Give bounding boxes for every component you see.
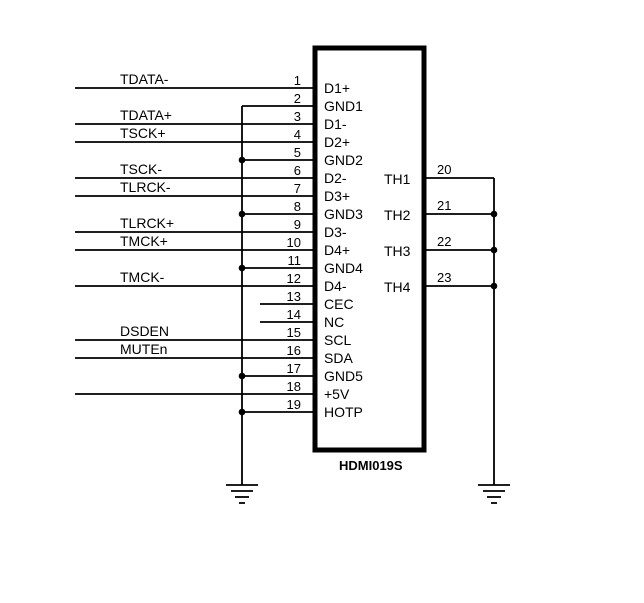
pin-5-number: 5 <box>294 145 301 160</box>
pin-17-junction <box>238 372 246 380</box>
pin-2-number: 2 <box>294 91 301 106</box>
component-name: HDMI019S <box>339 458 403 473</box>
pin-23-junction <box>490 282 498 290</box>
pin-1: 1 D1+ TDATA- <box>75 71 350 96</box>
pin-8-name: GND3 <box>324 206 363 222</box>
right-ground-bus <box>478 178 510 504</box>
net-label-tlrck-: TLRCK- <box>120 179 171 195</box>
pin-16: 16 SDA MUTEn <box>75 341 353 366</box>
pin-7-name: D3+ <box>324 188 350 204</box>
net-label-tsck-: TSCK+ <box>120 125 166 141</box>
pin-15: 15 SCL DSDEN <box>75 323 351 348</box>
pin-18-name: +5V <box>324 386 350 402</box>
net-label-tdata-: TDATA- <box>120 71 169 87</box>
pin-1-name: D1+ <box>324 80 350 96</box>
pin-23-number: 23 <box>437 270 451 285</box>
pin-3-number: 3 <box>294 109 301 124</box>
pin-14: 14 NC <box>260 307 344 330</box>
pin-19-junction <box>238 408 246 416</box>
pin-16-name: SDA <box>324 350 353 366</box>
pin-9: 9 D3- TLRCK+ <box>75 215 347 240</box>
net-label-dsden: DSDEN <box>120 323 169 339</box>
pin-22-name: TH3 <box>384 243 411 259</box>
pin-7-number: 7 <box>294 181 301 196</box>
net-label-tmck-: TMCK- <box>120 269 165 285</box>
pin-6: 6 D2- TSCK- <box>75 161 347 186</box>
pin-2: 2 GND1 <box>242 91 363 114</box>
pin-6-name: D2- <box>324 170 347 186</box>
pin-8-number: 8 <box>294 199 301 214</box>
pin-4-number: 4 <box>294 127 301 142</box>
pin-16-number: 16 <box>287 343 301 358</box>
pin-22-number: 22 <box>437 234 451 249</box>
net-label-tsck-: TSCK- <box>120 161 162 177</box>
net-label-tlrck-: TLRCK+ <box>120 215 174 231</box>
pin-4-name: D2+ <box>324 134 350 150</box>
pin-10: 10 D4+ TMCK+ <box>75 233 350 258</box>
pin-21-junction <box>490 210 498 218</box>
pin-19-number: 19 <box>287 397 301 412</box>
left-ground-bus <box>226 106 258 504</box>
pin-7: 7 D3+ TLRCK- <box>75 179 350 204</box>
pin-14-name: NC <box>324 314 344 330</box>
pin-14-number: 14 <box>287 307 301 322</box>
pin-13-number: 13 <box>287 289 301 304</box>
right-ground-symbol <box>478 484 510 504</box>
pin-10-name: D4+ <box>324 242 350 258</box>
pin-23-name: TH4 <box>384 279 411 295</box>
pin-1-number: 1 <box>294 73 301 88</box>
pin-19-name: HOTP <box>324 404 363 420</box>
net-label-tmck-: TMCK+ <box>120 233 168 249</box>
pin-12: 12 D4- TMCK- <box>75 269 347 294</box>
pin-3: 3 D1- TDATA+ <box>75 107 347 132</box>
pin-21-number: 21 <box>437 198 451 213</box>
pin-12-number: 12 <box>287 271 301 286</box>
pin-8-junction <box>238 210 246 218</box>
pin-18: 18 +5V <box>75 379 350 402</box>
pin-15-name: SCL <box>324 332 351 348</box>
pin-3-name: D1- <box>324 116 347 132</box>
pin-13-name: CEC <box>324 296 354 312</box>
pin-2-name: GND1 <box>324 98 363 114</box>
component-body <box>312 45 427 453</box>
pin-17-name: GND5 <box>324 368 363 384</box>
pin-22-junction <box>490 246 498 254</box>
pin-11-junction <box>238 264 246 272</box>
net-label-tdata-: TDATA+ <box>120 107 172 123</box>
pin-17: 17 GND5 <box>238 361 363 384</box>
left-ground-symbol <box>226 484 258 504</box>
pin-15-number: 15 <box>287 325 301 340</box>
pin-13: 13 CEC <box>260 289 354 312</box>
pin-9-number: 9 <box>294 217 301 232</box>
pin-6-number: 6 <box>294 163 301 178</box>
pin-19: 19 HOTP <box>238 397 363 420</box>
pin-20-number: 20 <box>437 162 451 177</box>
pin-8: 8 GND3 <box>238 199 363 222</box>
pin-5-junction <box>238 156 246 164</box>
pin-12-name: D4- <box>324 278 347 294</box>
pin-21-name: TH2 <box>384 207 411 223</box>
pin-5: 5 GND2 <box>238 145 363 168</box>
pin-18-number: 18 <box>287 379 301 394</box>
pin-5-name: GND2 <box>324 152 363 168</box>
pin-9-name: D3- <box>324 224 347 240</box>
pin-11: 11 GND4 <box>238 253 363 276</box>
pin-4: 4 D2+ TSCK+ <box>75 125 350 150</box>
net-label-muten: MUTEn <box>120 341 167 357</box>
pin-11-number: 11 <box>288 253 302 268</box>
pin-10-number: 10 <box>287 235 301 250</box>
pin-17-number: 17 <box>287 361 301 376</box>
pin-20-name: TH1 <box>384 171 411 187</box>
pin-11-name: GND4 <box>324 260 363 276</box>
